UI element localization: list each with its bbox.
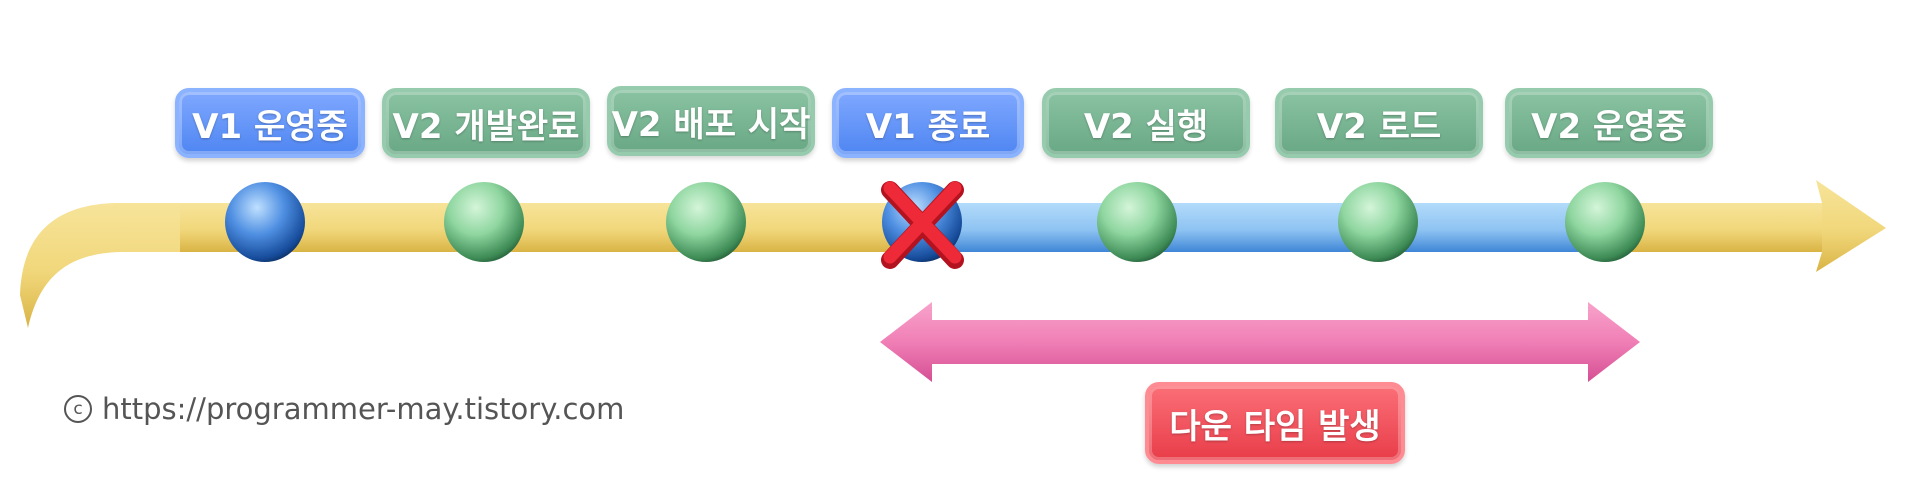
milestone-label-v2-running: V2 운영중 bbox=[1505, 88, 1713, 158]
downtime-double-arrow bbox=[880, 302, 1640, 382]
copyright-footer: c https://programmer-may.tistory.com bbox=[64, 392, 624, 426]
milestone-label-v2-run: V2 실행 bbox=[1042, 88, 1250, 158]
milestone-label-v2-deploy-start: V2 배포 시작 bbox=[607, 86, 815, 156]
copyright-url: https://programmer-may.tistory.com bbox=[102, 392, 625, 426]
milestone-label-v2-load: V2 로드 bbox=[1275, 88, 1483, 158]
timeline-node-7 bbox=[1565, 182, 1645, 262]
timeline-node-5 bbox=[1097, 182, 1177, 262]
timeline-blue-segment bbox=[918, 203, 1602, 252]
milestone-label-v1-running: V1 운영중 bbox=[175, 88, 365, 158]
timeline-arrowhead bbox=[1816, 180, 1886, 272]
timeline-tail bbox=[20, 203, 185, 328]
timeline-node-1 bbox=[225, 182, 305, 262]
timeline-node-6 bbox=[1338, 182, 1418, 262]
timeline-node-2 bbox=[444, 182, 524, 262]
milestone-label-v2-dev-done: V2 개발완료 bbox=[382, 88, 590, 158]
timeline-node-3 bbox=[666, 182, 746, 262]
milestone-label-v1-end: V1 종료 bbox=[832, 88, 1024, 158]
shutdown-cross-icon bbox=[881, 181, 964, 269]
copyright-icon: c bbox=[64, 395, 92, 423]
downtime-label: 다운 타임 발생 bbox=[1145, 382, 1405, 464]
